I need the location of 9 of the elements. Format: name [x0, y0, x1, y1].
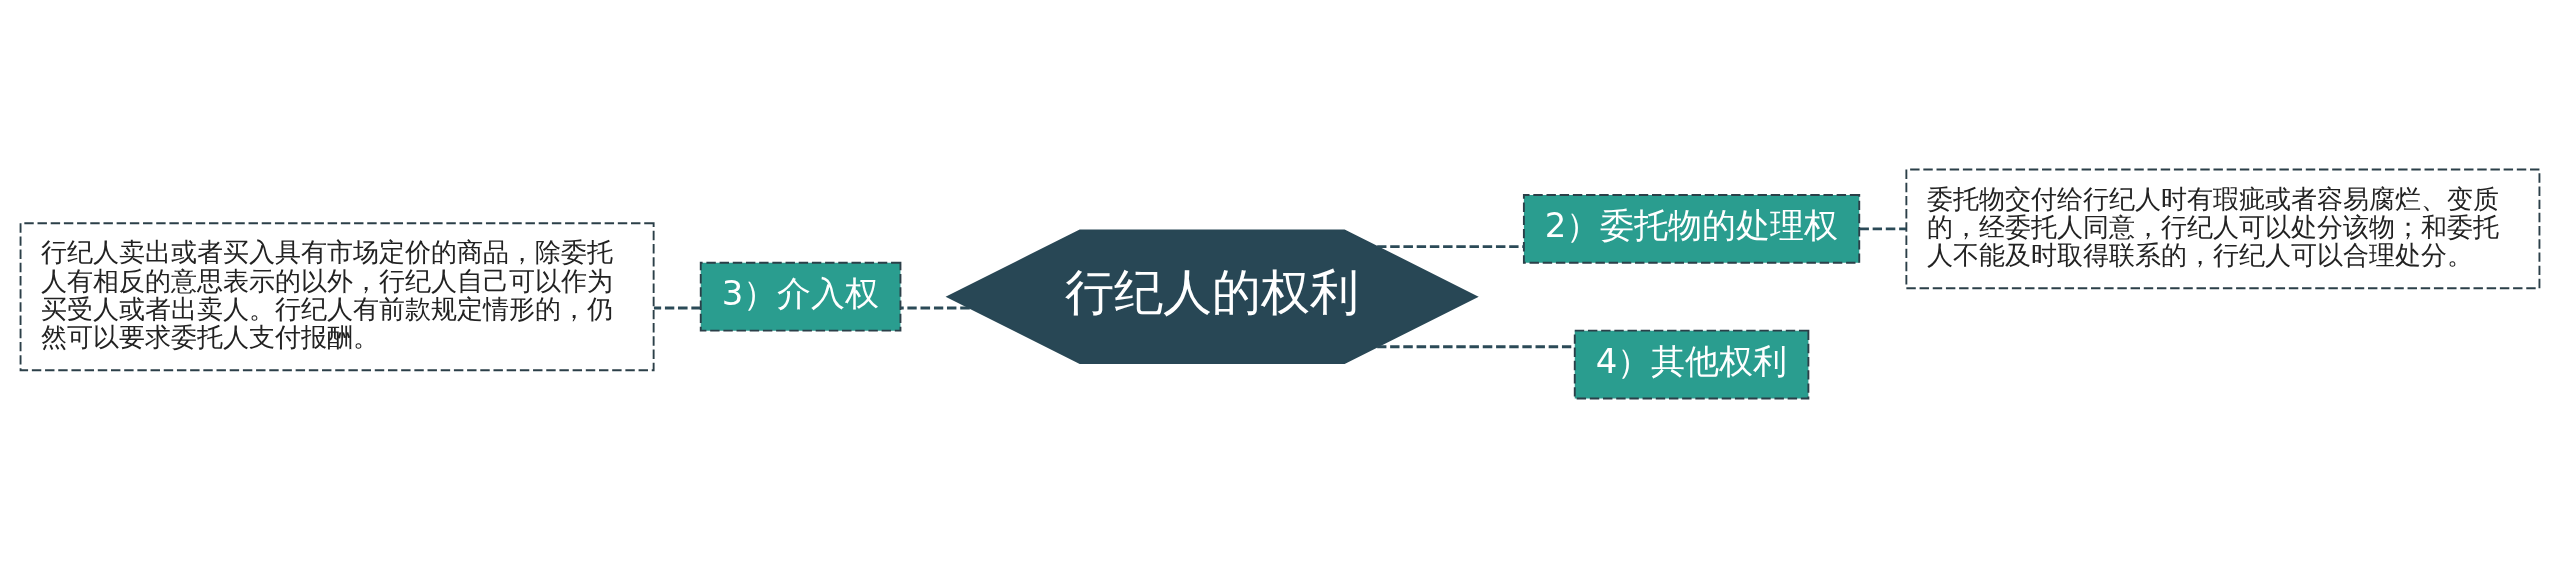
- node-box: 4）其他权利: [1573, 329, 1810, 400]
- connector: [901, 306, 970, 310]
- node-box: 行纪人卖出或者买入具有市场定价的商品，除委托人有相反的意思表示的以外，行纪人自己可以作为买受人或者出卖人。行纪人有前款规定情形的，仍然可以要求委托人支付报酬。: [19, 222, 655, 372]
- connector: [1377, 245, 1524, 249]
- node-box: 委托物交付给行纪人时有瑕疵或者容易腐烂、变质的，经委托人同意，行纪人可以处分该物；和委托人不能及时取得联系的，行纪人可以合理处分。: [1905, 168, 2541, 290]
- connector: [1859, 227, 1907, 231]
- node-box: 2）委托物的处理权: [1522, 194, 1861, 264]
- connector: [653, 306, 701, 310]
- node-box: 3）介入权: [699, 261, 902, 332]
